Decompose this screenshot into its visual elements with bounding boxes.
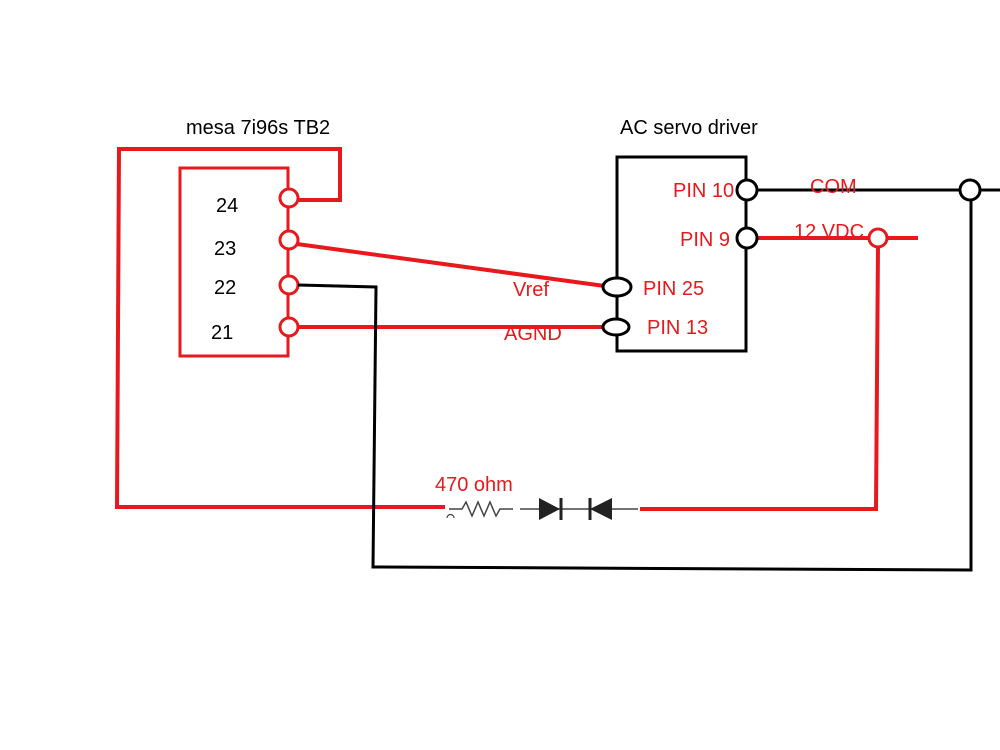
terminal-22-connector [278, 274, 300, 296]
servo-driver-title: AC servo driver [620, 117, 758, 139]
pin-25-connector [601, 276, 633, 298]
pin-13-connector [601, 317, 631, 337]
mesa-terminal-block [178, 166, 290, 358]
wire-22-com-return [297, 198, 973, 572]
diode-icon [585, 498, 638, 520]
terminal-22-label: 22 [214, 277, 236, 299]
wire-vref [296, 242, 613, 289]
pin-10-label: PIN 10 [673, 180, 734, 202]
resistor-label: 470 ohm [435, 474, 513, 496]
vdc-label: 12 VDC [794, 221, 864, 243]
pin-9-connector [735, 226, 759, 250]
terminal-24-connector [278, 187, 300, 209]
terminal-21-label: 21 [211, 322, 233, 344]
terminal-24-label: 24 [216, 195, 238, 217]
vdc-junction [867, 227, 889, 249]
pin-13-label: PIN 13 [647, 317, 708, 339]
vref-label: Vref [513, 279, 549, 301]
resistor-icon [446, 500, 513, 519]
servo-driver-block [615, 155, 748, 353]
terminal-23-label: 23 [214, 238, 236, 260]
wire-24-loop [114, 147, 445, 509]
wire-12vdc-drop [640, 245, 880, 511]
terminal-21-connector [278, 316, 300, 338]
diode-icon [520, 498, 585, 520]
agnd-label: AGND [504, 323, 562, 345]
com-junction [958, 178, 982, 202]
mesa-block-title: mesa 7i96s TB2 [186, 117, 330, 139]
pin-10-connector [735, 178, 759, 202]
pin-9-label: PIN 9 [680, 229, 730, 251]
com-label: COM [810, 176, 857, 198]
terminal-23-connector [278, 229, 300, 251]
pin-25-label: PIN 25 [643, 278, 704, 300]
